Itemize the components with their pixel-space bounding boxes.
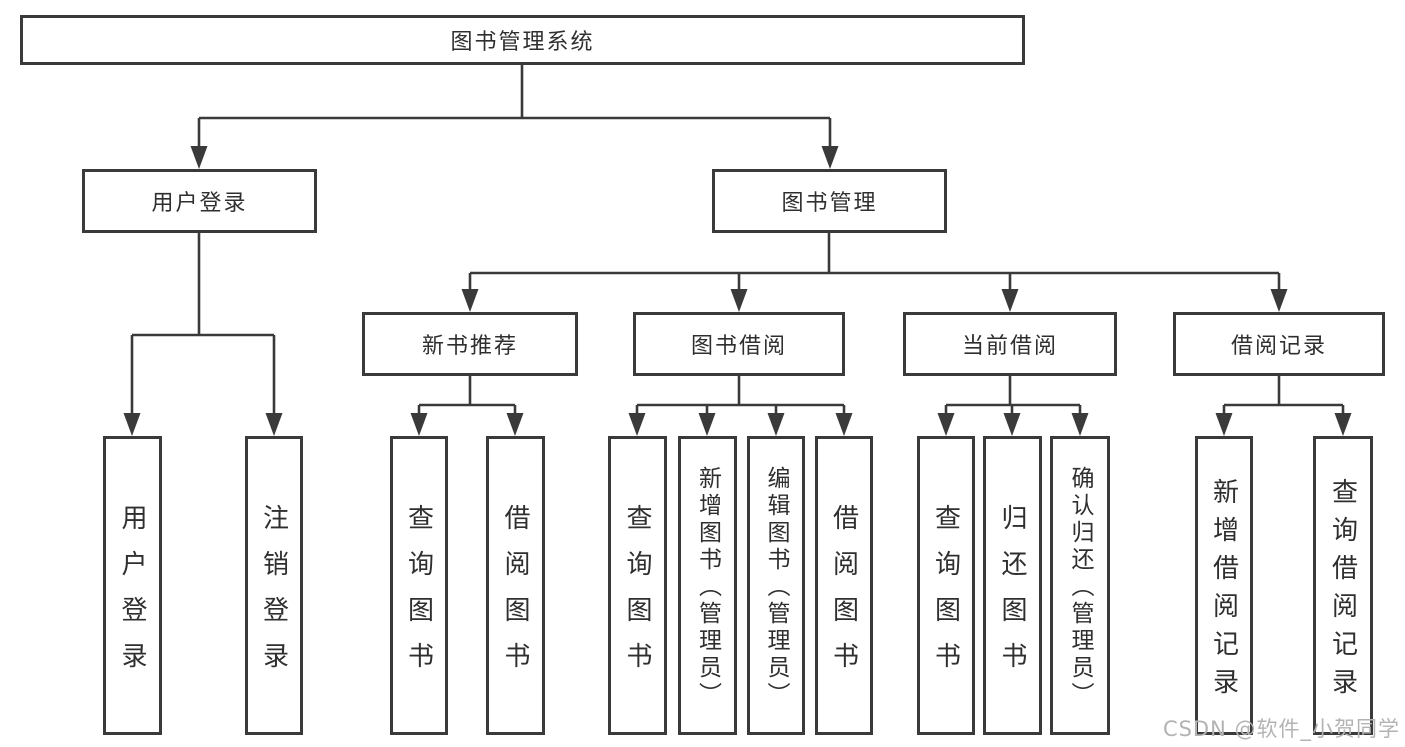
leaf-user-login-label: 用户登录 — [117, 503, 147, 688]
connector-root-to-level1 — [197, 65, 832, 149]
leaf-add-borrow-record-label: 新增借阅记录 — [1208, 477, 1239, 706]
leaf-add-borrow-record: 新增借阅记录 — [1195, 436, 1253, 735]
leaf-borrow-books-2-label: 借阅图书 — [828, 503, 859, 688]
leaf-edit-book-admin: 编辑图书（管理员） — [747, 436, 805, 735]
node-book-borrow: 图书借阅 — [633, 312, 845, 376]
leaf-add-book-admin-label: 新增图书（管理员） — [694, 466, 721, 709]
leaf-borrow-books-1-label: 借阅图书 — [500, 503, 530, 688]
leaf-query-books-3: 查询图书 — [917, 436, 975, 735]
csdn-watermark: CSDN @软件_小贺同学 — [1162, 717, 1400, 741]
connector-new-books-to-leaves — [417, 376, 517, 416]
node-book-borrow-label: 图书借阅 — [690, 334, 787, 359]
leaf-query-books-1-label: 查询图书 — [403, 503, 434, 688]
leaf-add-book-admin: 新增图书（管理员） — [678, 436, 737, 735]
node-book-management-label: 图书管理 — [781, 191, 878, 216]
node-current-borrow: 当前借阅 — [903, 312, 1117, 376]
leaf-user-login: 用户登录 — [103, 436, 162, 735]
node-user-login-label: 用户登录 — [151, 191, 248, 216]
node-new-book-recommend-label: 新书推荐 — [421, 334, 518, 359]
leaf-query-borrow-record-label: 查询借阅记录 — [1327, 477, 1358, 706]
node-borrow-records-label: 借阅记录 — [1230, 334, 1327, 359]
node-root: 图书管理系统 — [20, 15, 1025, 65]
leaf-borrow-books-2: 借阅图书 — [815, 436, 873, 735]
leaf-confirm-return-admin-label: 确认归还（管理员） — [1067, 466, 1093, 709]
leaf-logout-label: 注销登录 — [258, 503, 289, 688]
node-book-management: 图书管理 — [712, 169, 947, 233]
leaf-query-borrow-record: 查询借阅记录 — [1313, 436, 1373, 735]
connector-book-management-to-level2 — [468, 233, 1281, 292]
connector-book-borrow-to-leaves — [635, 376, 846, 416]
connector-current-borrow-to-leaves — [944, 376, 1082, 416]
connector-user-login-to-leaves — [130, 233, 276, 416]
leaf-confirm-return-admin: 确认归还（管理员） — [1050, 436, 1110, 735]
connector-borrow-records-to-leaves — [1222, 376, 1345, 416]
leaf-edit-book-admin-label: 编辑图书（管理员） — [763, 466, 789, 709]
leaf-return-books-label: 归还图书 — [997, 503, 1027, 688]
leaf-return-books: 归还图书 — [983, 436, 1042, 735]
leaf-borrow-books-1: 借阅图书 — [486, 436, 545, 735]
node-root-label: 图书管理系统 — [450, 30, 595, 55]
node-borrow-records: 借阅记录 — [1173, 312, 1385, 376]
node-user-login: 用户登录 — [82, 169, 317, 233]
leaf-logout: 注销登录 — [245, 436, 303, 735]
leaf-query-books-2: 查询图书 — [608, 436, 667, 735]
node-new-book-recommend: 新书推荐 — [362, 312, 578, 376]
leaf-query-books-1: 查询图书 — [390, 436, 448, 735]
leaf-query-books-3-label: 查询图书 — [930, 503, 961, 688]
leaf-query-books-2-label: 查询图书 — [622, 503, 652, 688]
node-current-borrow-label: 当前借阅 — [961, 334, 1058, 359]
